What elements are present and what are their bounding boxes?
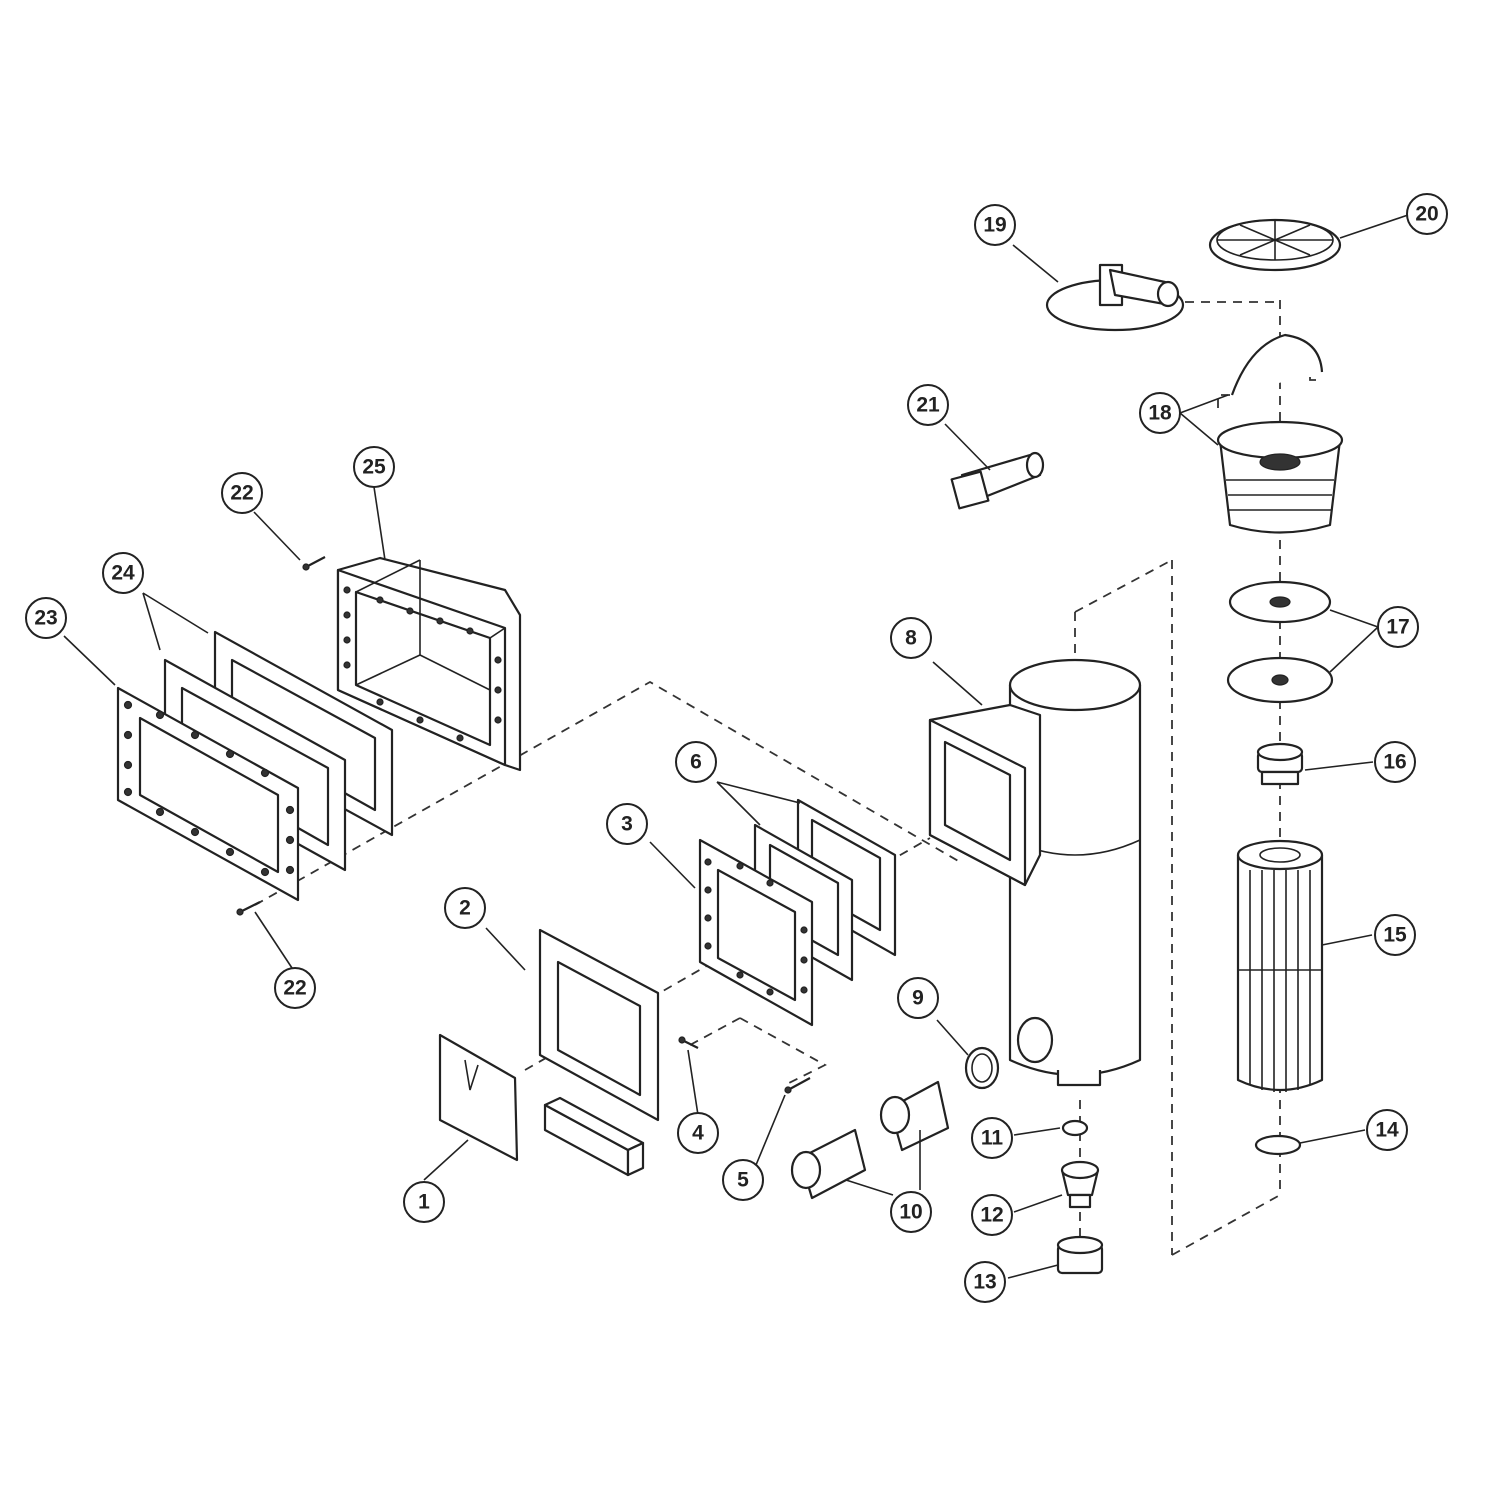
svg-text:5: 5 (737, 1169, 749, 1192)
frame-25-holes (343, 586, 502, 742)
part-3-face-plate (698, 838, 814, 1027)
part-23-face-plate (116, 686, 300, 902)
callout-15: 15 (1374, 914, 1416, 956)
callout-1: 1 (403, 1181, 445, 1223)
callout-8: 8 (890, 617, 932, 659)
part-25-wide-mouth-frame (336, 556, 522, 772)
svg-text:4: 4 (692, 1122, 704, 1145)
svg-text:14: 14 (1375, 1119, 1399, 1142)
part-9-adapter (964, 1046, 1000, 1090)
svg-text:10: 10 (899, 1201, 922, 1224)
part-16-valve (1256, 742, 1304, 786)
svg-text:3: 3 (621, 813, 633, 836)
svg-text:17: 17 (1386, 616, 1409, 639)
part-21-hose-adapter (950, 451, 1045, 510)
assembly-lines (254, 300, 1318, 1256)
part-13-nut (1056, 1235, 1104, 1275)
svg-text:22: 22 (283, 977, 306, 1000)
part-8-skimmer-body (928, 658, 1142, 1087)
svg-text:24: 24 (111, 562, 135, 585)
part-11-o-ring (1061, 1119, 1089, 1137)
callout-10: 10 (890, 1191, 932, 1233)
svg-text:9: 9 (912, 987, 924, 1010)
callout-4: 4 (677, 1112, 719, 1154)
svg-text:2: 2 (459, 897, 471, 920)
svg-text:13: 13 (973, 1271, 996, 1294)
part-17-diverter-plates (1226, 580, 1334, 704)
callout-16: 16 (1374, 741, 1416, 783)
part-20-lid (1208, 218, 1342, 272)
plate-3-holes (704, 858, 808, 996)
part-22-screws (236, 556, 326, 916)
part-12-fitting (1060, 1160, 1100, 1209)
svg-text:11: 11 (981, 1127, 1004, 1150)
part-15-cartridge (1236, 839, 1324, 1092)
svg-text:22: 22 (230, 482, 253, 505)
part-10-pipe-adapters (790, 1080, 950, 1200)
callout-22-top: 22 (221, 472, 263, 514)
callout-18: 18 (1139, 392, 1181, 434)
part-2-trim-frame (538, 928, 660, 1122)
callout-6: 6 (675, 741, 717, 783)
leader-lines (63, 214, 1409, 1279)
callout-20: 20 (1406, 193, 1448, 235)
svg-text:23: 23 (34, 607, 57, 630)
callout-25: 25 (353, 446, 395, 488)
callout-24: 24 (102, 552, 144, 594)
part-18-basket (1216, 333, 1344, 534)
callout-3: 3 (606, 803, 648, 845)
svg-text:20: 20 (1415, 203, 1438, 226)
svg-text:18: 18 (1148, 402, 1172, 425)
svg-text:16: 16 (1383, 751, 1406, 774)
callout-14: 14 (1366, 1109, 1408, 1151)
svg-text:12: 12 (980, 1204, 1003, 1227)
callout-5: 5 (722, 1159, 764, 1201)
part-14-o-ring (1254, 1134, 1302, 1156)
plate-23-holes (123, 700, 295, 877)
callouts: 1 2 3 4 5 6 8 9 (25, 193, 1448, 1303)
callout-12: 12 (971, 1194, 1013, 1236)
callout-23: 23 (25, 597, 67, 639)
svg-text:25: 25 (362, 456, 386, 479)
svg-text:1: 1 (418, 1191, 430, 1214)
parts-4-5-screws (678, 1036, 811, 1094)
svg-text:6: 6 (690, 751, 702, 774)
callout-11: 11 (971, 1117, 1013, 1159)
svg-text:21: 21 (916, 394, 940, 417)
callout-13: 13 (964, 1261, 1006, 1303)
callout-2: 2 (444, 887, 486, 929)
callout-19: 19 (974, 204, 1016, 246)
svg-text:8: 8 (905, 627, 917, 650)
svg-text:15: 15 (1383, 924, 1407, 947)
part-19-vacuum-plate (1045, 263, 1185, 332)
callout-9: 9 (897, 977, 939, 1019)
svg-text:19: 19 (983, 214, 1006, 237)
callout-17: 17 (1377, 606, 1419, 648)
callout-22-bottom: 22 (274, 967, 316, 1009)
callout-21: 21 (907, 384, 949, 426)
part-1-weir (438, 1033, 645, 1177)
